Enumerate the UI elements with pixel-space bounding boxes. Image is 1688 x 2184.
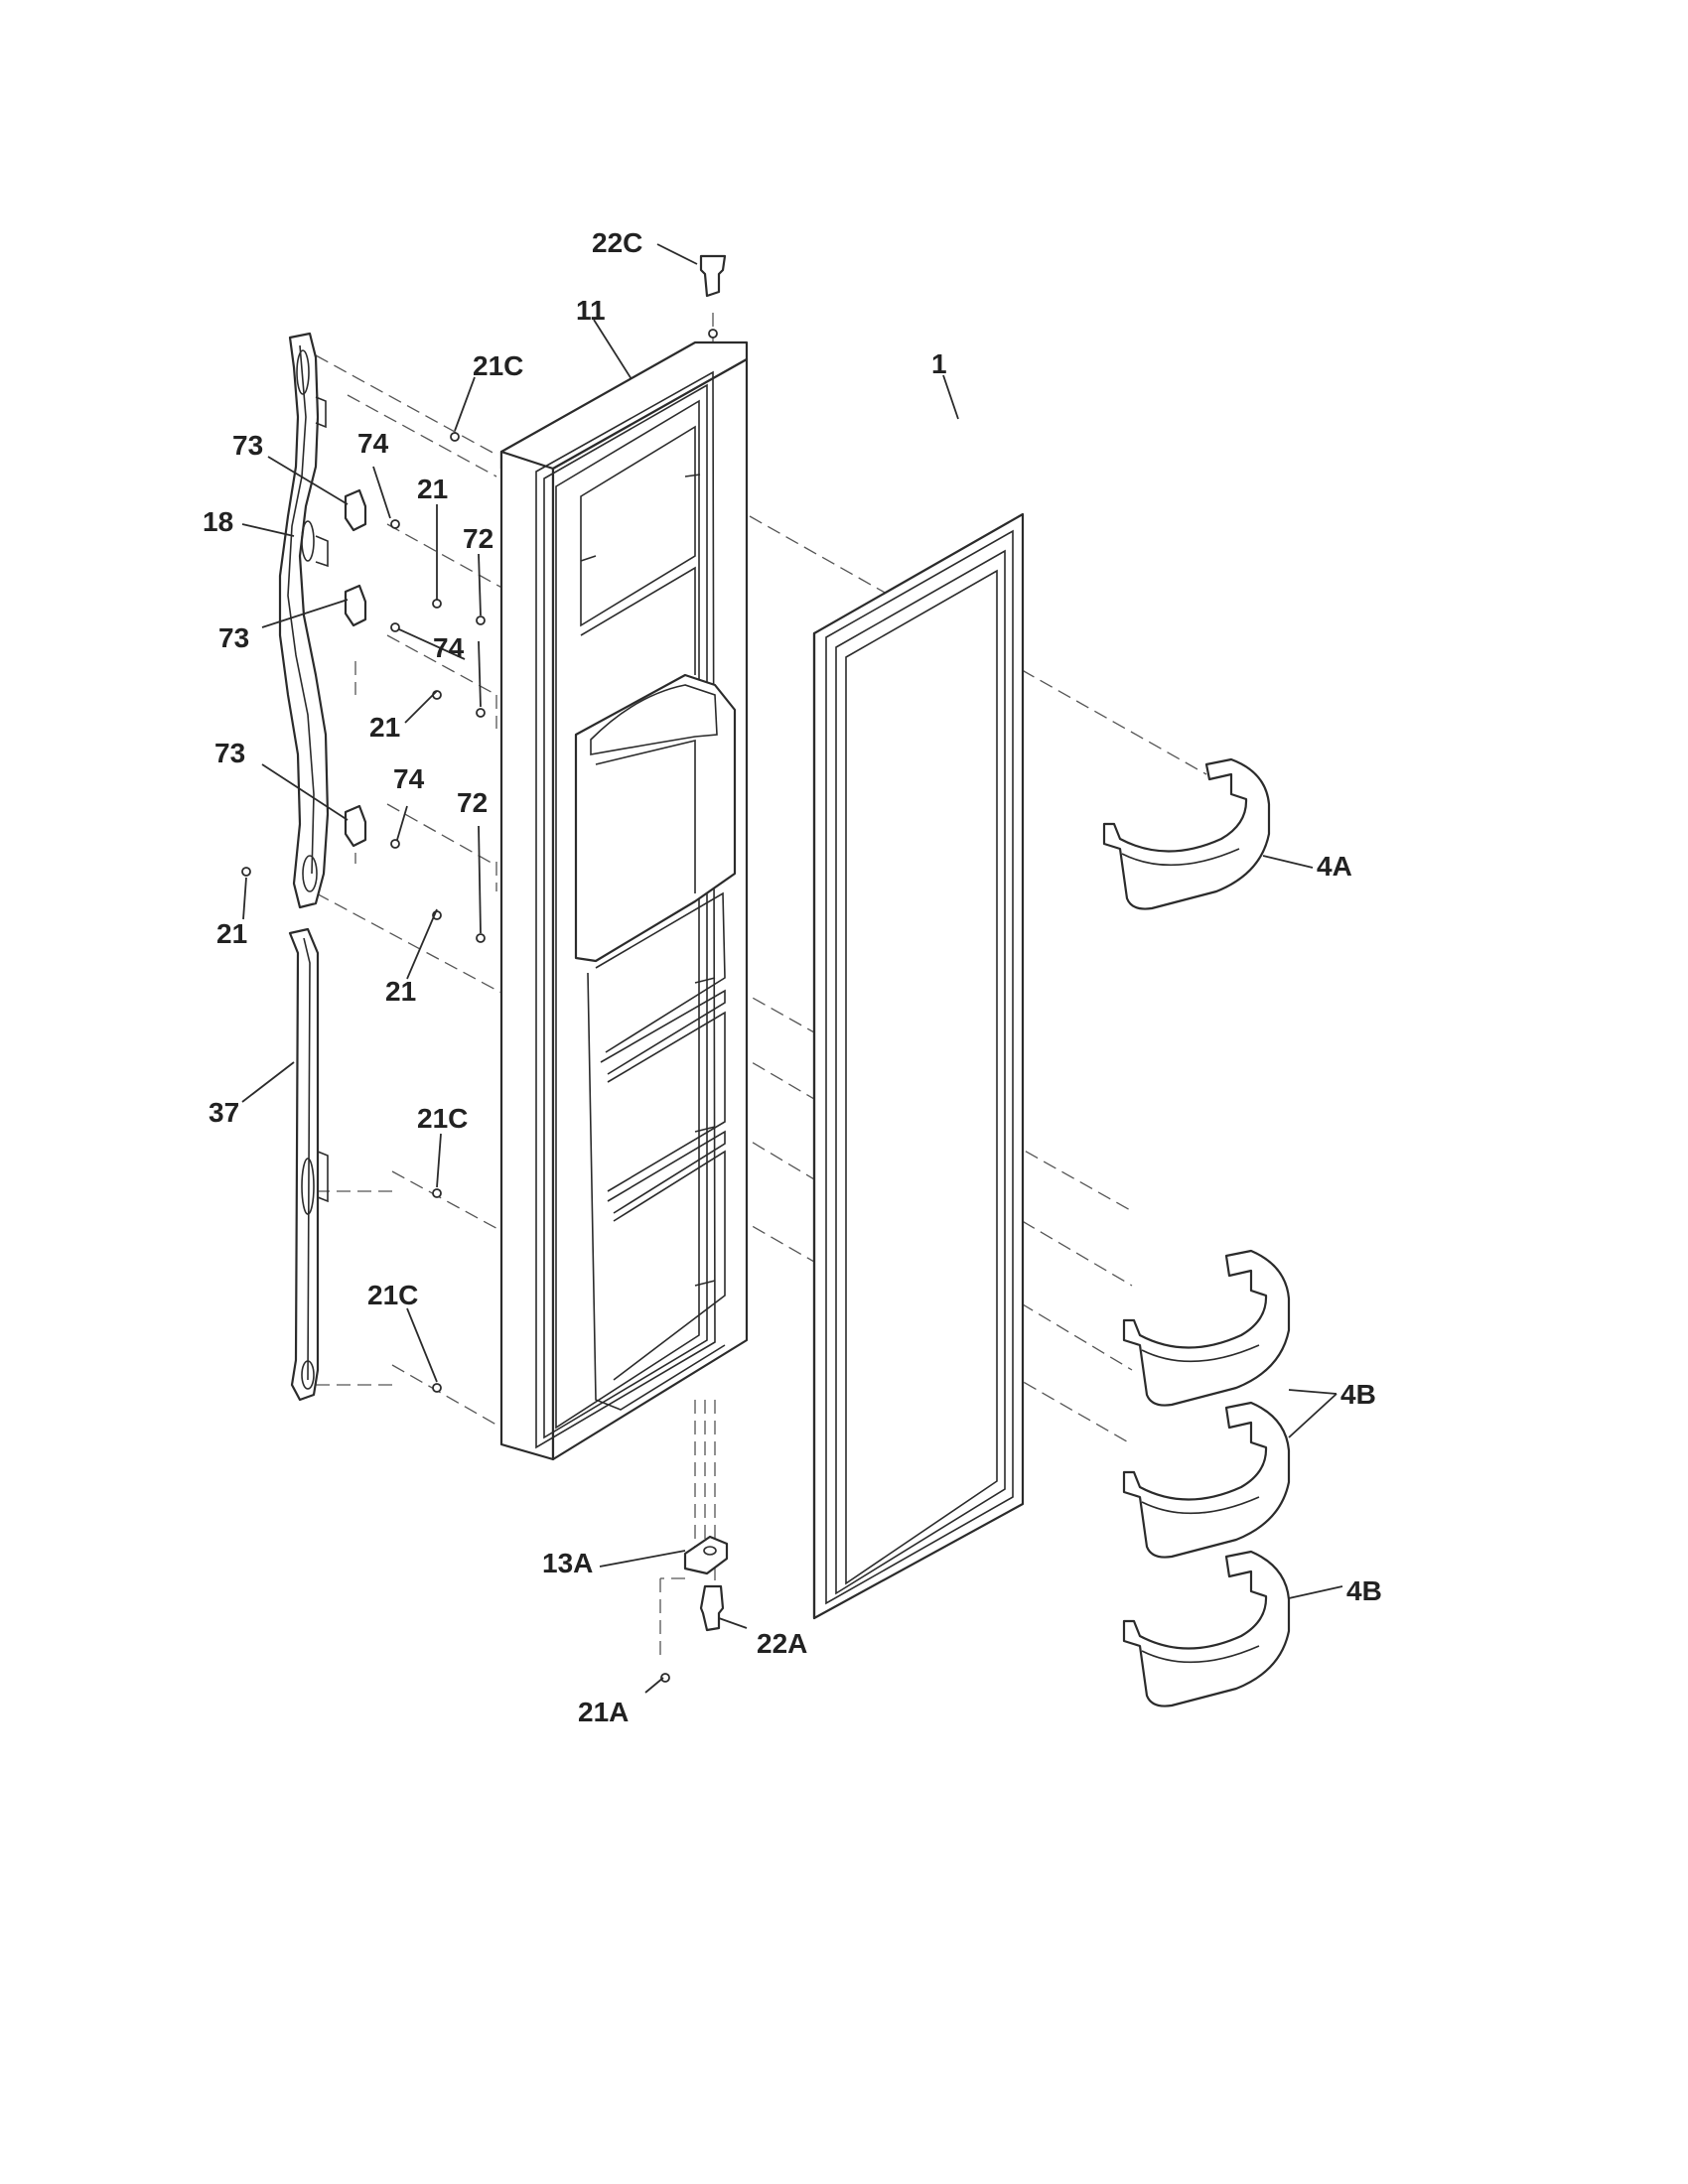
fasteners [241, 329, 718, 1683]
lower-handle-part-37 [288, 927, 329, 1402]
label-21-c: 21 [216, 918, 247, 949]
label-73-c: 73 [214, 738, 245, 768]
leader-lines [241, 243, 1343, 1694]
label-22a: 22A [757, 1628, 807, 1659]
door-bin-part-4b-upper [1122, 1249, 1291, 1407]
top-hinge-pin-part-22c [699, 254, 727, 298]
label-21-b: 21 [369, 712, 400, 743]
door-bin-part-4a [1102, 757, 1271, 910]
label-74-c: 74 [393, 763, 425, 794]
door-part-11 [499, 341, 749, 1461]
label-72-b: 72 [457, 787, 488, 818]
door-bin-part-4b-middle [1122, 1401, 1291, 1559]
label-22c: 22C [592, 227, 642, 258]
label-4b-lower: 4B [1346, 1575, 1382, 1606]
label-21c-mid: 21C [417, 1103, 468, 1134]
label-21-d: 21 [385, 976, 416, 1007]
label-13a: 13A [542, 1548, 593, 1578]
bottom-hinge-part-13a [683, 1535, 729, 1575]
label-21-a: 21 [417, 474, 448, 504]
handle-clips-part-73 [344, 488, 367, 848]
bottom-hinge-pin-part-22a [699, 1584, 725, 1632]
door-gasket-part-1 [812, 512, 1025, 1620]
label-1: 1 [931, 348, 947, 379]
label-11: 11 [576, 295, 606, 326]
label-18: 18 [203, 506, 233, 537]
upper-handle-part-18 [278, 332, 330, 909]
label-4b-upper: 4B [1340, 1379, 1376, 1410]
alignment-lines [297, 310, 1207, 1658]
door-bin-part-4b-lower [1122, 1550, 1291, 1707]
label-4a: 4A [1317, 851, 1352, 882]
label-21c-top: 21C [473, 350, 523, 381]
label-21c-low: 21C [367, 1280, 418, 1310]
label-74-b: 74 [433, 632, 465, 663]
part-labels: 22C 11 21C 1 73 74 18 21 72 73 74 21 73 … [203, 227, 1382, 1727]
label-73-b: 73 [218, 622, 249, 653]
label-72-a: 72 [463, 523, 493, 554]
label-73-a: 73 [232, 430, 263, 461]
label-21a: 21A [578, 1697, 629, 1727]
label-37: 37 [209, 1097, 239, 1128]
label-74-a: 74 [357, 428, 389, 459]
